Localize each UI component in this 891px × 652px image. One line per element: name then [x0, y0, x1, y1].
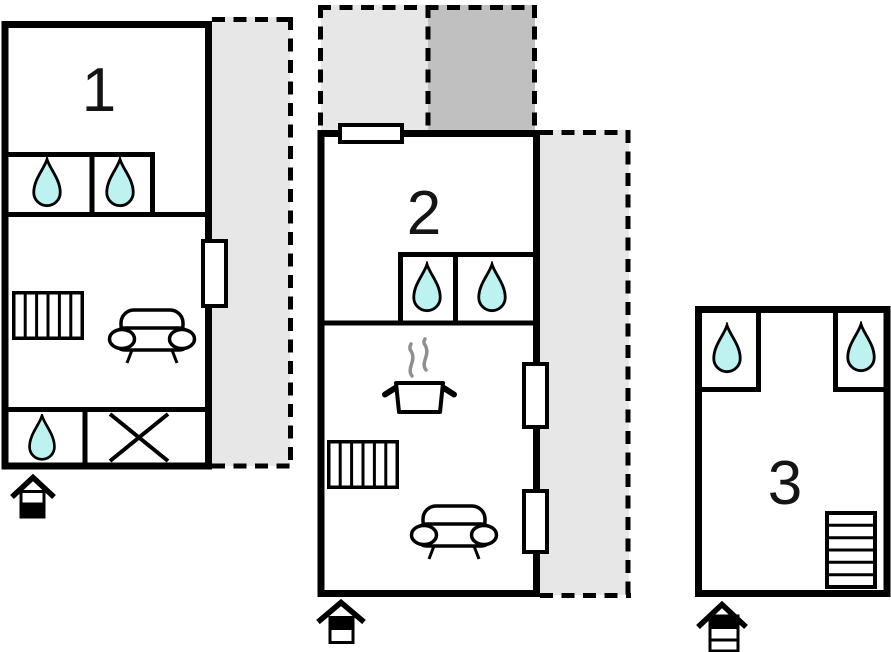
unit-3-plan: 3 — [695, 306, 891, 652]
unit-label: 3 — [768, 449, 802, 518]
water-drop-icon — [28, 414, 56, 461]
stairs-icon — [825, 511, 877, 589]
radiator-icon — [327, 440, 399, 489]
water-drop-icon — [846, 322, 876, 373]
steam-icon — [408, 342, 415, 378]
unit-2-terrace — [540, 130, 631, 598]
unit-2-patio-top — [318, 5, 537, 131]
unit-1-plan: 1 — [1, 21, 228, 519]
entrance-arrow-icon — [316, 598, 366, 644]
window — [522, 362, 549, 429]
entrance-arrow-icon — [10, 473, 56, 519]
patio-area-dark — [428, 5, 535, 130]
sofa-icon — [107, 308, 197, 365]
cross-icon — [108, 412, 170, 463]
water-drop-icon — [412, 262, 442, 313]
sofa-icon — [409, 504, 499, 561]
stove-icon — [382, 337, 457, 414]
unit-2-plan: 2 — [316, 123, 549, 644]
patio-area-light — [321, 5, 428, 130]
radiator-icon — [12, 291, 84, 340]
steam-icon — [422, 337, 429, 372]
unit-label: 1 — [82, 56, 116, 125]
terrace-area — [540, 130, 629, 595]
door — [201, 239, 228, 308]
water-drop-icon — [477, 262, 507, 313]
water-drop-icon — [105, 157, 135, 208]
window — [338, 123, 404, 144]
unit-label: 2 — [407, 179, 441, 248]
window — [522, 489, 549, 554]
water-drop-icon — [32, 157, 62, 208]
entrance-arrow-icon — [696, 600, 748, 652]
water-drop-icon — [712, 323, 742, 374]
exterior-wall — [695, 306, 891, 597]
